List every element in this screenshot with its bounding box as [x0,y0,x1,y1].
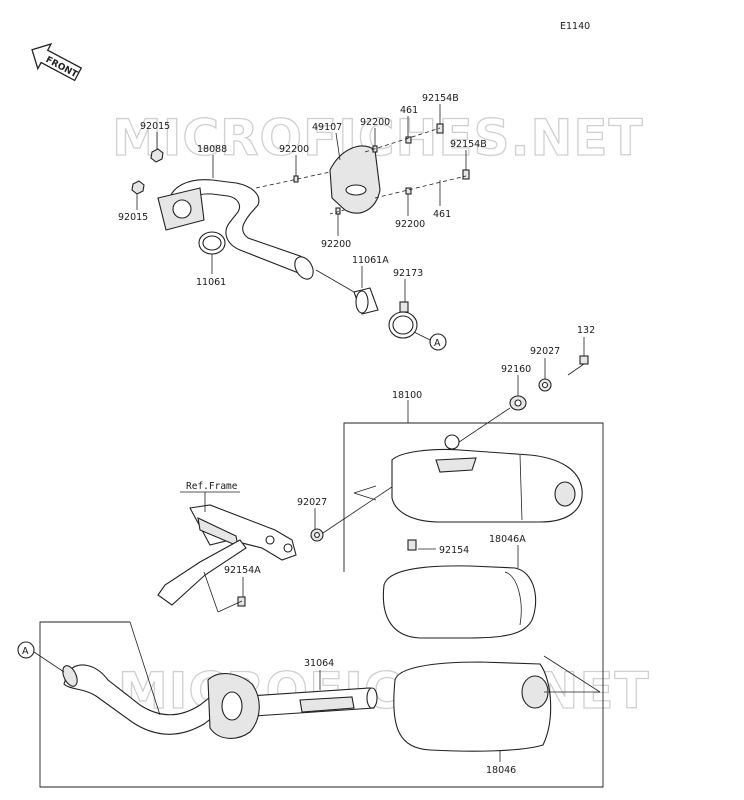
label-132: 132 [577,325,595,336]
label-18046A: 18046A [489,534,526,545]
cover-18046A [382,565,537,639]
label-92200-b: 92200 [360,117,390,128]
label-92154B-a: 92154B [422,93,459,104]
front-arrow-icon: FRONT [31,42,83,82]
callout-a-lower [17,641,35,659]
diagram-code: E1140 [560,21,590,32]
watermark-top: MICROFICHES.NET [112,109,644,167]
assembly-frame [39,422,604,788]
head-pipe-18088 [157,179,314,280]
label-461-a: 461 [400,105,418,116]
callout-a-upper [429,333,447,351]
label-18088: 18088 [197,144,227,155]
bolt-92154B-b [462,169,470,180]
insert-pipe-31064 [249,687,378,717]
ref-frame-bracket [157,504,297,606]
nut-92015-bottom [131,180,145,195]
label-49107: 49107 [312,122,342,133]
heat-guard-49107 [329,145,381,214]
label-92154A: 92154A [224,565,261,576]
label-461-b: 461 [433,209,451,220]
bolt-92154B-a [436,123,444,134]
label-92015-top: 92015 [140,121,170,132]
bolt-132 [567,355,589,376]
label-92200-c: 92200 [395,219,425,230]
label-92200-a: 92200 [279,144,309,155]
label-92027-top: 92027 [530,346,560,357]
label-18100: 18100 [392,390,422,401]
label-92160: 92160 [501,364,531,375]
label-92027-mid: 92027 [297,497,327,508]
label-92173: 92173 [393,268,423,279]
muffler-18100 [391,434,583,523]
label-11061: 11061 [196,277,226,288]
cover-18046 [393,661,552,752]
label-92015-bottom: 92015 [118,212,148,223]
label-31064: 31064 [304,658,334,669]
label-11061A: 11061A [352,255,389,266]
bolt-92154 [407,539,417,551]
label-92154B-b: 92154B [450,139,487,150]
label-18046: 18046 [486,765,516,776]
callout-a-lower-letter: A [22,646,29,657]
nut-92015-top [150,148,164,163]
label-92154: 92154 [439,545,469,556]
callout-a-upper-letter: A [434,338,441,349]
label-92200-d: 92200 [321,239,351,250]
label-ref-frame: Ref.Frame [186,481,238,492]
mid-pipe [62,664,260,739]
